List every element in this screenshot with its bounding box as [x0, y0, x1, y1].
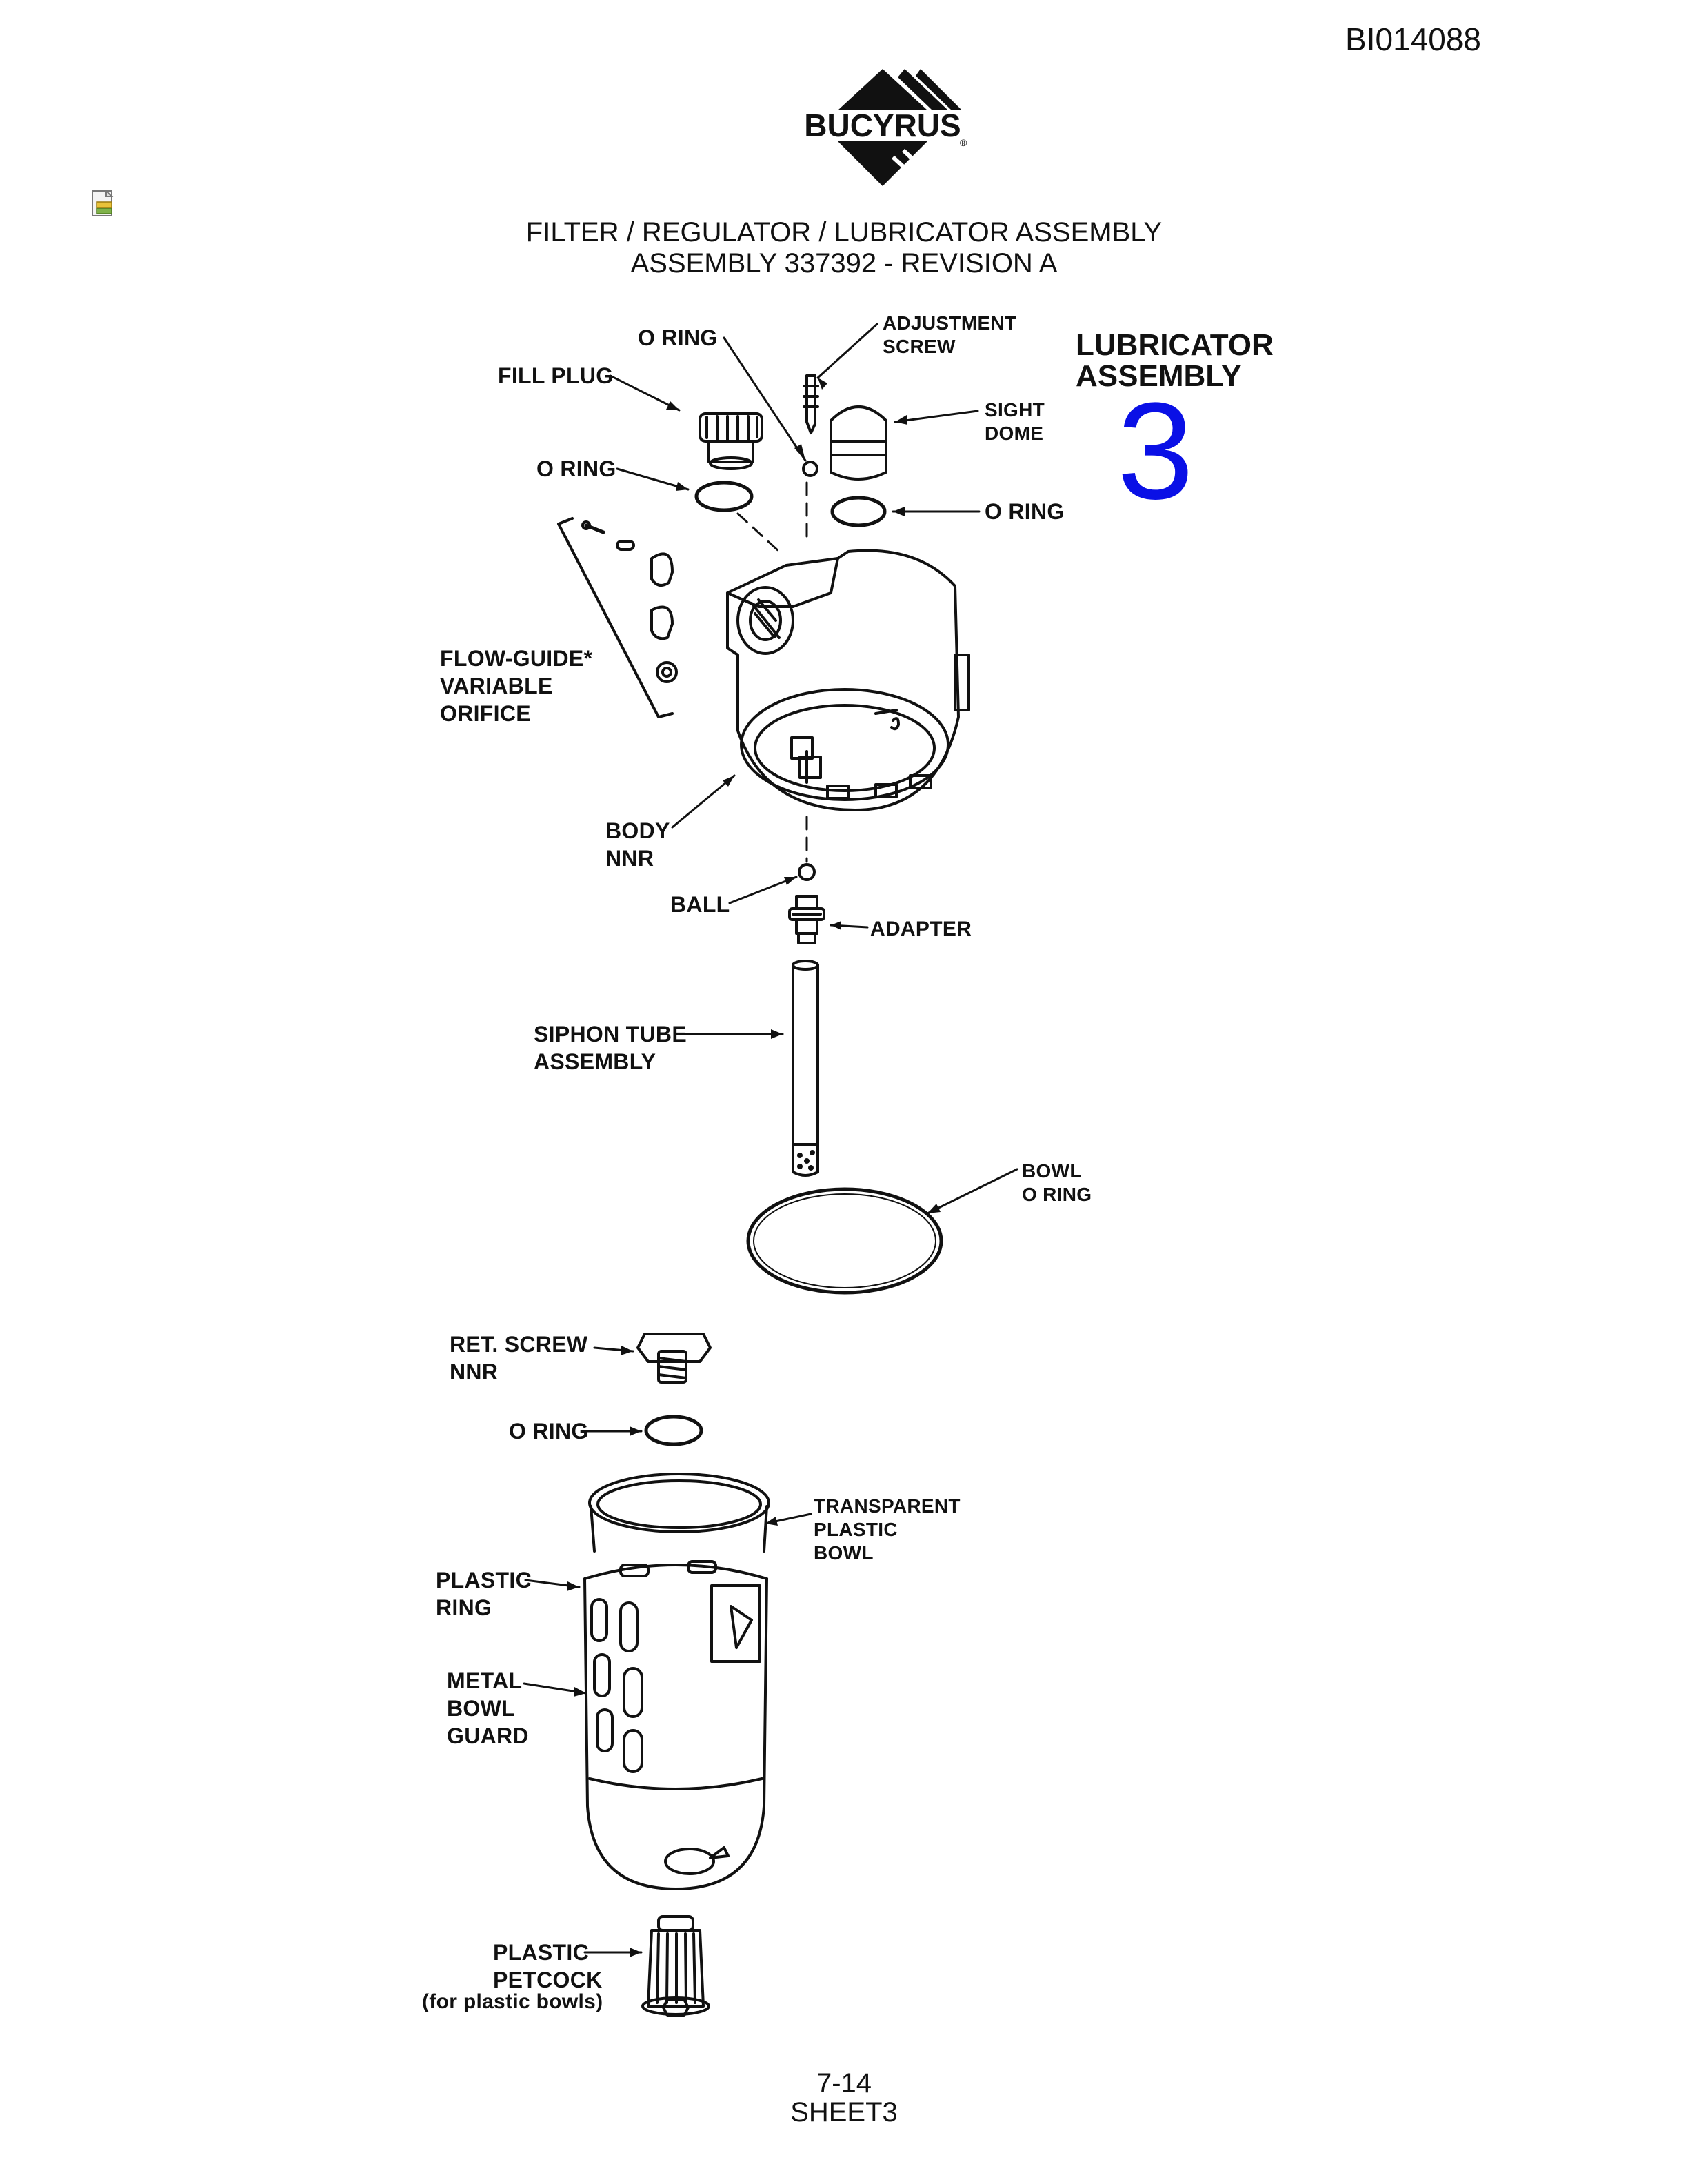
page-number: 7-14: [816, 2068, 872, 2099]
label-line: O RING: [985, 499, 1065, 524]
adjustment-screw-part: [804, 376, 818, 433]
label-line: O RING: [1022, 1184, 1092, 1205]
label-transparent-bowl: TRANSPARENT PLASTIC BOWL: [814, 1495, 961, 1565]
petcock-part: [643, 1917, 709, 2016]
label-line: NNR: [605, 846, 654, 871]
subassembly-name-line1: LUBRICATOR: [1076, 328, 1274, 362]
label-line: BOWL: [447, 1696, 515, 1721]
leader-lines: [524, 324, 1017, 1952]
o-ring-lower-part: [646, 1417, 701, 1444]
label-siphon-tube: SIPHON TUBE ASSEMBLY: [534, 1020, 687, 1075]
label-line: RING: [436, 1595, 492, 1620]
siphon-tube-part: [793, 961, 818, 1175]
attachment-icon[interactable]: [90, 190, 119, 219]
subassembly-number: 3: [1117, 374, 1194, 528]
label-ball: BALL: [670, 891, 730, 918]
label-line: SCREW: [883, 336, 956, 357]
bowl-and-guard-part: [585, 1474, 769, 1889]
label-line: ASSEMBLY: [534, 1049, 656, 1074]
o-ring-top-part: [803, 462, 817, 476]
drawing-subtitle: ASSEMBLY 337392 - REVISION A: [630, 248, 1058, 279]
label-line: FLOW-GUIDE*: [440, 646, 593, 671]
label-line: PLASTIC: [814, 1519, 898, 1540]
body-part: [727, 551, 969, 810]
label-line: BALL: [670, 892, 730, 917]
label-line: SIGHT: [985, 399, 1045, 421]
label-line: ADJUSTMENT: [883, 312, 1017, 334]
label-body: BODY NNR: [605, 817, 670, 872]
label-line: O RING: [638, 325, 718, 350]
ball-part: [799, 865, 814, 880]
o-ring-left-part: [696, 483, 752, 510]
label-line: ADAPTER: [870, 918, 972, 940]
label-line: O RING: [536, 456, 616, 481]
label-line: BOWL: [1022, 1160, 1082, 1182]
label-line: VARIABLE: [440, 674, 553, 698]
label-bowl-o-ring: BOWL O RING: [1022, 1160, 1092, 1206]
label-line: BODY: [605, 818, 670, 843]
leader-arrowheads: [567, 378, 941, 1957]
label-o-ring-top: O RING: [638, 324, 718, 352]
label-line: METAL: [447, 1668, 523, 1693]
label-adjustment-screw: ADJUSTMENT SCREW: [883, 312, 1016, 358]
flow-guide-parts: [559, 518, 676, 717]
label-plastic-petcock: PLASTIC PETCOCK: [493, 1939, 603, 1994]
subassembly-name-line2: ASSEMBLY: [1076, 358, 1242, 393]
label-petcock-note: (for plastic bowls): [422, 1990, 603, 2013]
drawing-title: FILTER / REGULATOR / LUBRICATOR ASSEMBLY: [525, 217, 1163, 247]
bowl-o-ring-part: [748, 1189, 941, 1293]
sight-dome-part: [831, 407, 886, 479]
ret-screw-part: [638, 1334, 710, 1382]
label-fill-plug: FILL PLUG: [498, 362, 613, 390]
label-line: FILL PLUG: [498, 363, 614, 388]
label-o-ring-lower: O RING: [509, 1417, 589, 1445]
label-sight-dome: SIGHT DOME: [985, 398, 1045, 445]
label-flow-guide: FLOW-GUIDE* VARIABLE ORIFICE: [440, 645, 592, 727]
registered-mark: ®: [960, 137, 967, 148]
logo-wordmark: BUCYRUS: [804, 108, 961, 143]
document-id: BI014088: [1345, 21, 1481, 57]
bucyrus-logo: BUCYRUS ®: [804, 69, 967, 186]
label-line: SIPHON TUBE: [534, 1022, 687, 1046]
label-plastic-ring: PLASTIC RING: [436, 1566, 532, 1621]
label-ret-screw: RET. SCREW NNR: [450, 1331, 587, 1386]
label-line: TRANSPARENT: [814, 1495, 961, 1517]
label-metal-bowl-guard: METAL BOWL GUARD: [447, 1667, 529, 1750]
label-line: NNR: [450, 1359, 499, 1384]
label-line: RET. SCREW: [450, 1332, 588, 1357]
label-line: ORIFICE: [440, 701, 531, 726]
label-line: PLASTIC: [493, 1940, 589, 1965]
label-adapter: ADAPTER: [870, 916, 972, 943]
label-line: BOWL: [814, 1542, 874, 1564]
label-line: O RING: [509, 1419, 589, 1444]
label-line: GUARD: [447, 1723, 529, 1748]
label-o-ring-left: O RING: [536, 455, 616, 483]
o-ring-right-part: [832, 498, 885, 525]
label-o-ring-right: O RING: [985, 498, 1065, 525]
subassembly-name: LUBRICATOR ASSEMBLY: [1076, 327, 1274, 395]
label-line: PETCOCK: [493, 1968, 603, 1992]
assembly-centerlines: [738, 483, 807, 862]
fill-plug-part: [700, 414, 762, 469]
label-line: DOME: [985, 423, 1044, 444]
label-line: PLASTIC: [436, 1568, 532, 1593]
sheet-label: SHEET3: [790, 2097, 898, 2127]
adapter-part: [790, 896, 824, 943]
